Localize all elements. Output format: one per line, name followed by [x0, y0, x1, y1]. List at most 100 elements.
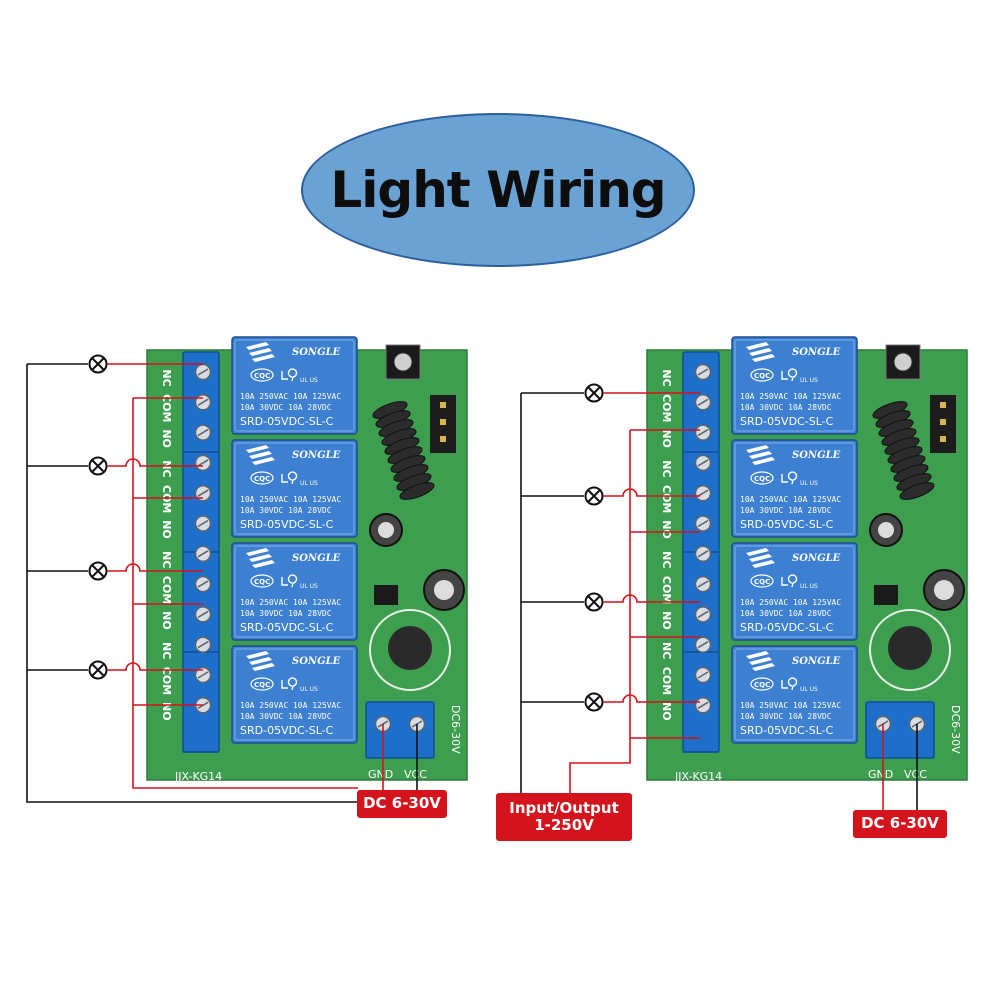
- relay-bevel: [734, 648, 855, 741]
- terminal-label: NO: [660, 702, 673, 721]
- terminal-label: NO: [160, 520, 173, 539]
- songle-logo-stripe: [752, 457, 775, 465]
- relay-brand: SONGLE: [792, 656, 841, 667]
- cert-mark: [250, 574, 274, 588]
- relay-model: SRD-05VDC-SL-C: [240, 415, 334, 428]
- capacitor-top: [878, 522, 894, 538]
- dc-range-label: DC6-30V: [949, 705, 962, 754]
- screw-slot: [197, 489, 209, 497]
- lamp-icon: [88, 561, 108, 581]
- screw-terminal: [194, 454, 212, 472]
- relay-spec-1: 10A 250VAC 10A 125VAC: [240, 701, 341, 710]
- header-pin: [440, 419, 446, 425]
- songle-logo-stripe: [246, 651, 269, 659]
- relay-spec-1: 10A 250VAC 10A 125VAC: [240, 598, 341, 607]
- cert-mark: [250, 677, 274, 691]
- relay-body: [731, 645, 858, 744]
- terminal-label: NC: [160, 369, 173, 386]
- songle-logo-stripe: [746, 445, 769, 453]
- io-label-line1: Input/Output: [509, 798, 619, 817]
- relay-brand: SONGLE: [292, 553, 341, 564]
- dc-supply-label-left: DC 6-30V: [357, 790, 447, 818]
- lamp-icon: [584, 592, 604, 612]
- relay-body: [231, 645, 358, 744]
- terminal-label: COM: [660, 576, 673, 604]
- title-ellipse: [301, 113, 695, 267]
- songle-logo-stripe: [752, 663, 775, 671]
- relay-model: SRD-05VDC-SL-C: [240, 621, 334, 634]
- wire-red-bus: [569, 429, 700, 793]
- songle-logo-stripe: [752, 560, 775, 568]
- lamp-icon: [584, 692, 604, 712]
- songle-logo-stripe: [746, 548, 769, 556]
- relay-cert: CQC: [254, 475, 270, 483]
- screw-terminal: [194, 636, 212, 653]
- relay-bevel: [234, 545, 355, 638]
- gnd-label: GND: [368, 768, 393, 781]
- ul-mark-icon: [781, 471, 798, 485]
- lamp-cross: [91, 357, 105, 371]
- dc-range-label: DC6-30V: [449, 705, 462, 754]
- relay-bevel: [734, 545, 855, 638]
- screw-slot: [697, 580, 709, 588]
- relay-spec-2: 10A 30VDC 10A 28VDC: [740, 609, 832, 618]
- screw-slot: [197, 519, 209, 528]
- relay-brand: SONGLE: [792, 347, 841, 358]
- screw-terminal: [694, 515, 712, 532]
- terminal-label: NC: [160, 460, 173, 477]
- antenna-coil-turn: [399, 482, 435, 500]
- relay-bevel: [234, 442, 355, 535]
- relay-body: [731, 336, 858, 435]
- relay-ul: UL US: [300, 377, 318, 384]
- relay-spec-1: 10A 250VAC 10A 125VAC: [740, 701, 841, 710]
- relay-ul: UL US: [300, 583, 318, 590]
- screw-terminal: [694, 363, 712, 381]
- relay-spec-2: 10A 30VDC 10A 28VDC: [240, 712, 332, 721]
- dc-supply-label-right: DC 6-30V: [853, 810, 947, 838]
- relay-bevel: [234, 648, 355, 741]
- relay-spec-2: 10A 30VDC 10A 28VDC: [240, 609, 332, 618]
- inductor-outline: [869, 609, 951, 691]
- lamp-icon: [584, 383, 604, 403]
- ul-mark-icon: [281, 368, 298, 382]
- songle-logo-stripe: [246, 548, 269, 556]
- relay-brand: SONGLE: [292, 450, 341, 461]
- songle-logo-stripe: [749, 451, 772, 459]
- screw-terminal: [194, 484, 212, 502]
- songle-logo-stripe: [746, 342, 769, 350]
- relay-bevel: [234, 339, 355, 432]
- terminal-label: NO: [660, 429, 673, 448]
- relay-body: [231, 542, 358, 641]
- input-output-label: Input/Output 1-250V: [496, 793, 632, 841]
- header-pin: [940, 402, 946, 408]
- header-pin: [440, 436, 446, 442]
- relay-ul: UL US: [800, 377, 818, 384]
- screw-terminal: [194, 545, 212, 563]
- screw-slot: [697, 519, 709, 528]
- screw-terminal: [694, 666, 712, 684]
- terminal-label: NC: [660, 642, 673, 659]
- relay-brand: SONGLE: [792, 553, 841, 564]
- terminal-label: NC: [160, 642, 173, 659]
- cert-mark: [750, 677, 774, 691]
- screw-terminal: [194, 394, 212, 411]
- relay-spec-1: 10A 250VAC 10A 125VAC: [740, 495, 841, 504]
- terminal-label: NC: [660, 460, 673, 477]
- push-button-cap: [893, 352, 913, 372]
- terminal-label: COM: [660, 394, 673, 422]
- inductor-core: [388, 626, 432, 670]
- wire-red-bus: [132, 397, 358, 789]
- screw-terminal: [194, 666, 212, 684]
- relay-cert: CQC: [754, 372, 770, 380]
- relay-spec-1: 10A 250VAC 10A 125VAC: [240, 495, 341, 504]
- push-button-cap: [393, 352, 413, 372]
- relay-spec-2: 10A 30VDC 10A 28VDC: [240, 506, 332, 515]
- ul-mark-icon: [781, 677, 798, 691]
- relay-cert: CQC: [254, 681, 270, 689]
- relay-brand: SONGLE: [792, 450, 841, 461]
- relay-brand: SONGLE: [292, 656, 341, 667]
- relay-spec-2: 10A 30VDC 10A 28VDC: [740, 403, 832, 412]
